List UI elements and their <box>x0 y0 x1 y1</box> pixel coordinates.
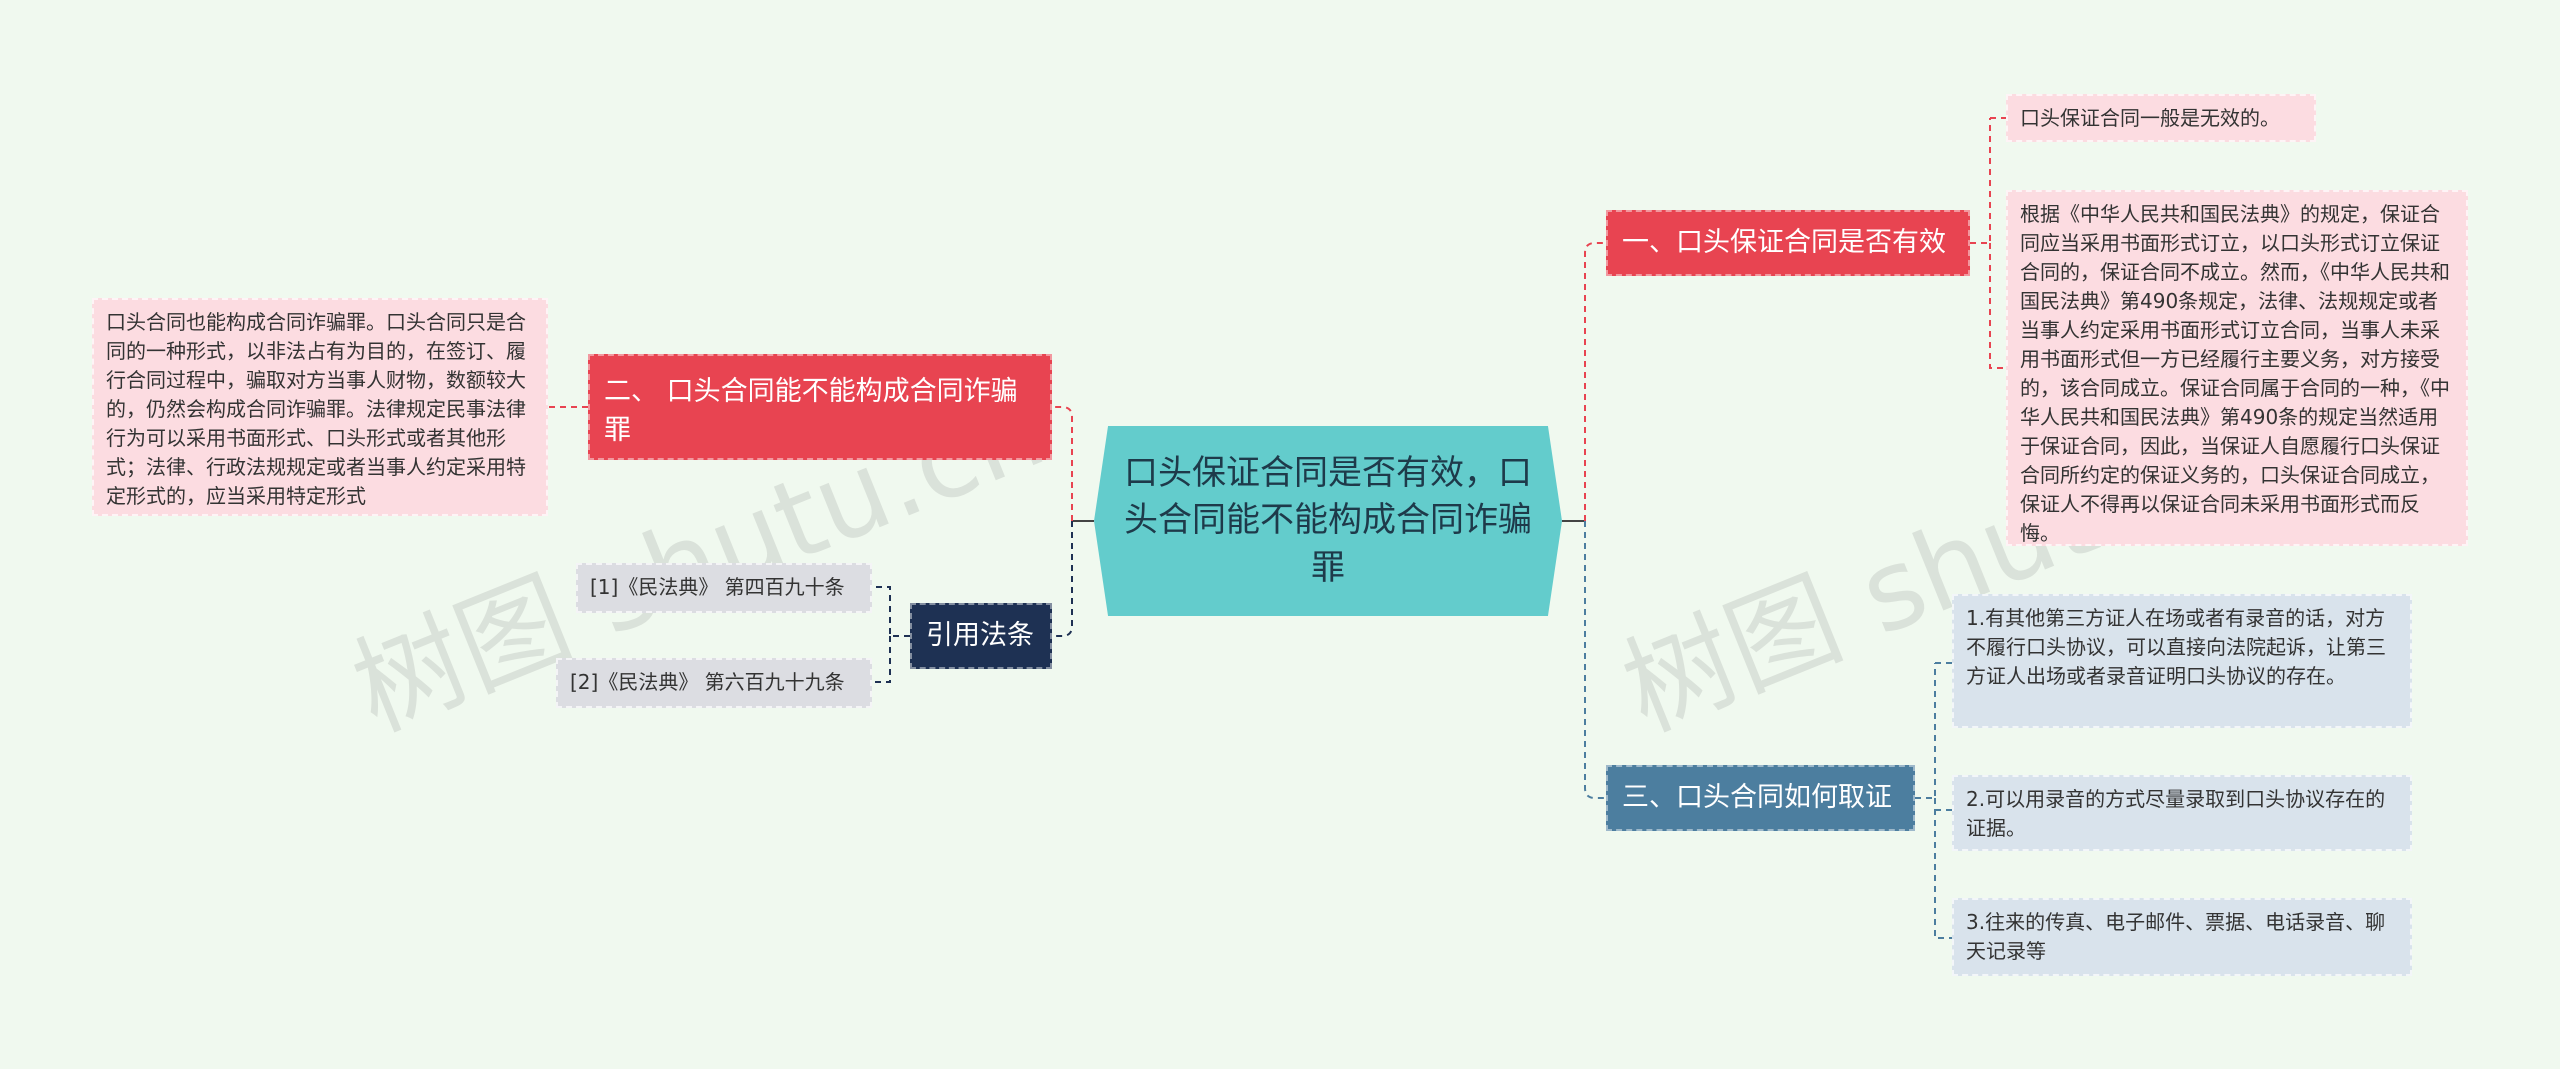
leaf-citation-2-text: [2]《民法典》 第六百九十九条 <box>570 670 845 694</box>
connector-b4-bracket <box>872 586 910 683</box>
connector-branch1 <box>1584 242 1606 521</box>
leaf-evidence-witness[interactable]: 1.有其他第三方证人在场或者有录音的话，对方不履行口头协议，可以直接向法院起诉，… <box>1952 594 2412 728</box>
leaf-evidence-recording[interactable]: 2.可以用录音的方式尽量录取到口头协议存在的证据。 <box>1952 775 2412 851</box>
connector-branch3 <box>1584 521 1606 799</box>
leaf-evidence-records[interactable]: 3.往来的传真、电子邮件、票据、电话录音、聊天记录等 <box>1952 898 2412 976</box>
leaf-citation-2[interactable]: [2]《民法典》 第六百九十九条 <box>556 658 872 708</box>
branch-citations-label: 引用法条 <box>926 620 1034 652</box>
leaf-citation-1[interactable]: [1]《民法典》 第四百九十条 <box>576 563 872 613</box>
connector-b1-bracket <box>1970 117 2006 369</box>
leaf-validity-detail-text: 根据《中华人民共和国民法典》的规定，保证合同应当采用书面形式订立，以口头形式订立… <box>2020 202 2450 545</box>
leaf-evidence-records-text: 3.往来的传真、电子邮件、票据、电话录音、聊天记录等 <box>1966 910 2386 963</box>
leaf-evidence-witness-text: 1.有其他第三方证人在场或者有录音的话，对方不履行口头协议，可以直接向法院起诉，… <box>1966 606 2386 688</box>
branch-fraud-label: 二、 口头合同能不能构成合同诈骗罪 <box>604 376 1018 447</box>
center-topic[interactable]: 口头保证合同是否有效，口头合同能不能构成合同诈骗罪 <box>1094 426 1562 616</box>
branch-validity[interactable]: 一、口头保证合同是否有效 <box>1606 210 1970 276</box>
connector-b3-bracket <box>1915 662 1952 939</box>
leaf-evidence-recording-text: 2.可以用录音的方式尽量录取到口头协议存在的证据。 <box>1966 787 2386 840</box>
leaf-fraud-detail-text: 口头合同也能构成合同诈骗罪。口头合同只是合同的一种形式，以非法占有为目的，在签订… <box>106 310 526 508</box>
connector-branch2 <box>1052 406 1073 521</box>
leaf-validity-summary-text: 口头保证合同一般是无效的。 <box>2020 106 2280 130</box>
branch-evidence-label: 三、口头合同如何取证 <box>1622 782 1892 814</box>
leaf-citation-1-text: [1]《民法典》 第四百九十条 <box>590 575 845 599</box>
leaf-fraud-detail[interactable]: 口头合同也能构成合同诈骗罪。口头合同只是合同的一种形式，以非法占有为目的，在签订… <box>92 298 548 516</box>
center-topic-label: 口头保证合同是否有效，口头合同能不能构成合同诈骗罪 <box>1124 452 1532 588</box>
branch-validity-label: 一、口头保证合同是否有效 <box>1622 227 1946 259</box>
leaf-validity-summary[interactable]: 口头保证合同一般是无效的。 <box>2006 94 2316 142</box>
branch-citations[interactable]: 引用法条 <box>910 603 1052 669</box>
branch-fraud[interactable]: 二、 口头合同能不能构成合同诈骗罪 <box>588 354 1052 460</box>
leaf-validity-detail[interactable]: 根据《中华人民共和国民法典》的规定，保证合同应当采用书面形式订立，以口头形式订立… <box>2006 190 2468 546</box>
branch-evidence[interactable]: 三、口头合同如何取证 <box>1606 765 1915 831</box>
connector-branch4 <box>1052 521 1073 637</box>
